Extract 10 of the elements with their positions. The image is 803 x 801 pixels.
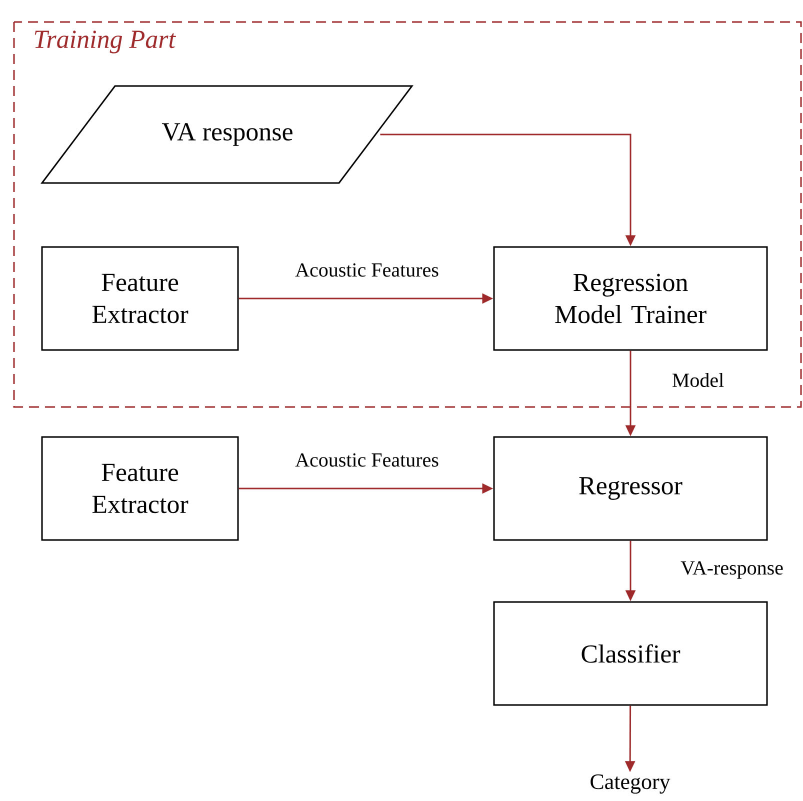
process-box: Regressor [493,436,768,541]
process-box: Feature Extractor [41,436,239,541]
process-box: Classifier [493,601,768,706]
edge-label: Acoustic Features [295,453,438,467]
edge-label: VA-response [680,561,783,579]
edge-label: Model [672,372,724,388]
output-label: Category [590,774,670,794]
process-box: Feature Extractor [41,246,239,351]
process-box: Regression Model Trainer [493,246,768,351]
edge-label: Acoustic Features [295,263,438,277]
